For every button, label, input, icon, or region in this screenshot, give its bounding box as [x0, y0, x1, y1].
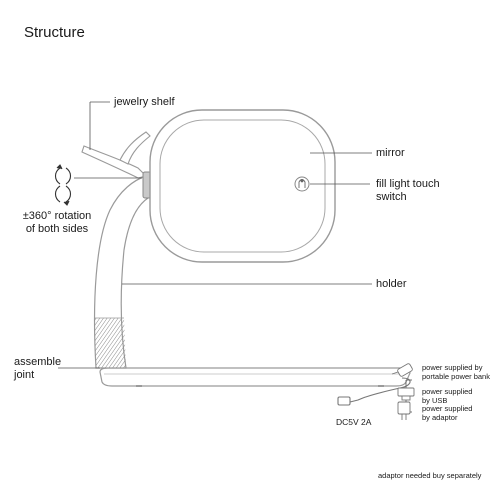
label-power-bank: power supplied by portable power bank — [422, 363, 490, 381]
label-fill-light-line2: switch — [376, 190, 407, 203]
label-usb-line1: power supplied — [422, 387, 473, 396]
label-mirror: mirror — [376, 147, 405, 159]
label-power-bank-line2: portable power bank — [422, 371, 490, 381]
label-dc-spec: DC5V 2A — [336, 417, 372, 427]
ac-adaptor-icon — [397, 401, 411, 420]
label-assemble-line1: assemble — [14, 356, 62, 368]
label-usb-line2: by USB — [422, 395, 448, 405]
base — [99, 367, 411, 387]
page-title: Structure — [24, 24, 85, 41]
label-adaptor-line1: power supplied — [422, 404, 473, 413]
label-power-bank-line1: power supplied by — [422, 363, 483, 372]
jewelry-shelf — [81, 131, 151, 179]
power-bank-icon — [391, 363, 413, 377]
mirror-frame — [149, 109, 336, 263]
adaptor-note: adaptor needed buy separately — [378, 471, 482, 480]
holder-stem — [93, 175, 149, 369]
label-jewelry-shelf: jewelry shelf — [114, 96, 175, 108]
rotation-arrows-icon — [54, 164, 72, 206]
label-adaptor-line2: by adaptor — [422, 412, 458, 422]
label-rotation: ±360° rotation of both sides — [12, 210, 102, 235]
touch-switch-icon — [294, 176, 310, 192]
label-rotation-line2: of both sides — [25, 222, 89, 235]
label-fill-light-line1: fill light touch — [376, 178, 440, 190]
label-assemble-joint: assemble joint — [14, 356, 61, 381]
label-usb: power supplied by USB — [422, 387, 473, 405]
label-holder: holder — [376, 278, 407, 290]
label-rotation-line1: ±360° rotation — [22, 210, 92, 222]
usb-plug-icon — [397, 387, 415, 401]
label-adaptor: power supplied by adaptor — [422, 404, 473, 422]
label-fill-light: fill light touch switch — [376, 178, 440, 203]
leader-lines — [58, 101, 372, 369]
label-assemble-line2: joint — [14, 368, 35, 381]
